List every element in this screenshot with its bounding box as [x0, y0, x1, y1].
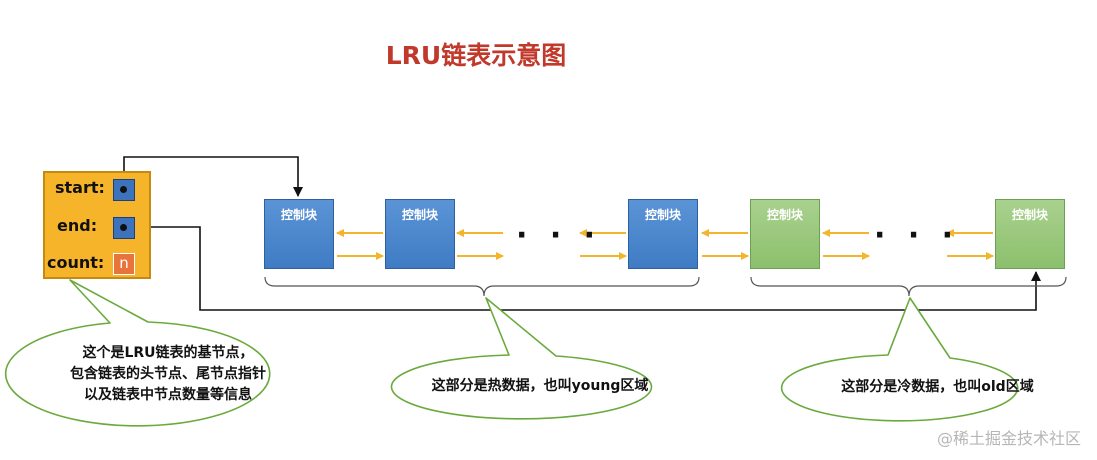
young-region-brace [264, 276, 700, 297]
count-value: n [113, 253, 135, 275]
end-pointer-box [113, 217, 135, 239]
old-callout-bubble [780, 297, 1019, 422]
control-block-hot-1: 控制块 [264, 199, 334, 269]
old-callout-text: 这部分是冷数据，也叫old区域 [841, 379, 1034, 395]
base-node-callout-bubble [4, 279, 271, 427]
pointer-dot-icon [120, 186, 127, 193]
diagram-title: LRU链表示意图 [385, 41, 567, 70]
start-pointer-box [113, 179, 135, 201]
control-block-hot-3: 控制块 [628, 199, 698, 269]
young-callout-text: 这部分是热数据，也叫young区域 [431, 378, 649, 394]
watermark: @稀土掘金技术社区 [936, 429, 1081, 448]
old-region-brace [750, 276, 1067, 297]
pointer-dot-icon [120, 224, 127, 231]
callout-line-3: 以及链表中节点数量等信息 [84, 387, 252, 403]
end-pointer-line [135, 226, 1041, 311]
control-block-cold-2: 控制块 [995, 199, 1065, 269]
control-block-hot-2: 控制块 [385, 199, 455, 269]
start-label: start: [55, 178, 105, 197]
callout-line-1: 这个是LRU链表的基节点， [82, 345, 254, 361]
control-block-cold-1: 控制块 [750, 199, 820, 269]
link-arrows [336, 229, 994, 260]
hot-ellipsis: · · · [516, 218, 602, 253]
young-callout-bubble [390, 297, 653, 420]
cold-ellipsis: · · · [874, 218, 960, 253]
count-label: count: [47, 253, 105, 272]
base-node-callout-text: 这个是LRU链表的基节点， 包含链表的头节点、尾节点指针 以及链表中节点数量等信… [38, 343, 298, 406]
end-label: end: [57, 216, 98, 235]
callout-line-2: 包含链表的头节点、尾节点指针 [70, 366, 266, 382]
